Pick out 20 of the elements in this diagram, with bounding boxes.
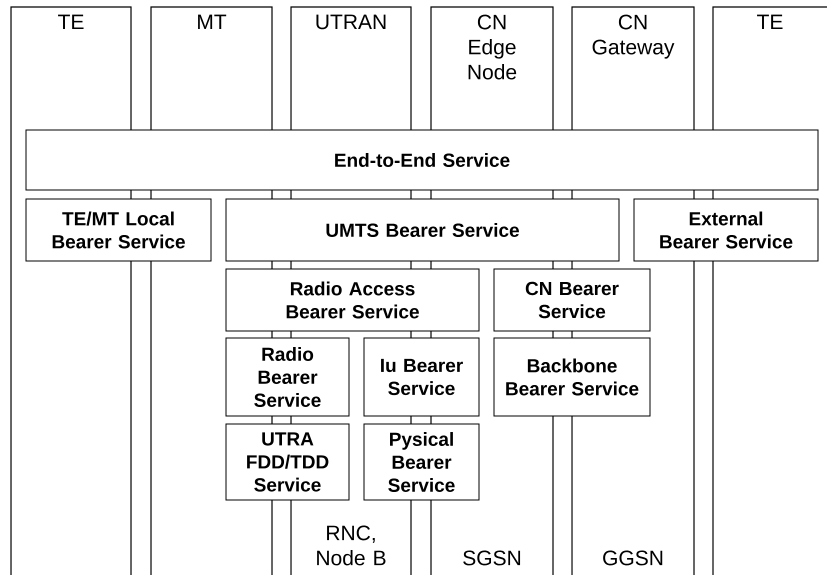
column-heading: TE — [757, 14, 783, 30]
column-heading: CN Edge Node — [468, 14, 516, 80]
service-box: Pysical Bearer Service — [364, 424, 480, 500]
service-box: Backbone Bearer Service — [494, 338, 650, 416]
service-box: UTRA FDD/TDD Service — [226, 424, 350, 500]
service-box: UMTS Bearer Service — [226, 198, 620, 262]
column-footer: SGSN — [463, 550, 520, 566]
column-heading: UTRAN — [316, 14, 386, 30]
service-box: Iu Bearer Service — [364, 338, 480, 416]
service-box: CN Bearer Service — [494, 268, 650, 332]
service-box: Radio Access Bearer Service — [226, 268, 480, 332]
column-footer: RNC, Node B — [317, 526, 386, 566]
column-footer: GGSN — [603, 550, 662, 566]
column-heading: TE — [58, 14, 84, 30]
service-box: End-to-End Service — [26, 130, 818, 190]
column-heading: MT — [198, 14, 226, 30]
column-heading: CN Gateway — [592, 14, 674, 59]
service-box: External Bearer Service — [634, 198, 818, 262]
service-box: Radio Bearer Service — [226, 338, 350, 416]
service-box: TE/MT Local Bearer Service — [26, 198, 212, 262]
